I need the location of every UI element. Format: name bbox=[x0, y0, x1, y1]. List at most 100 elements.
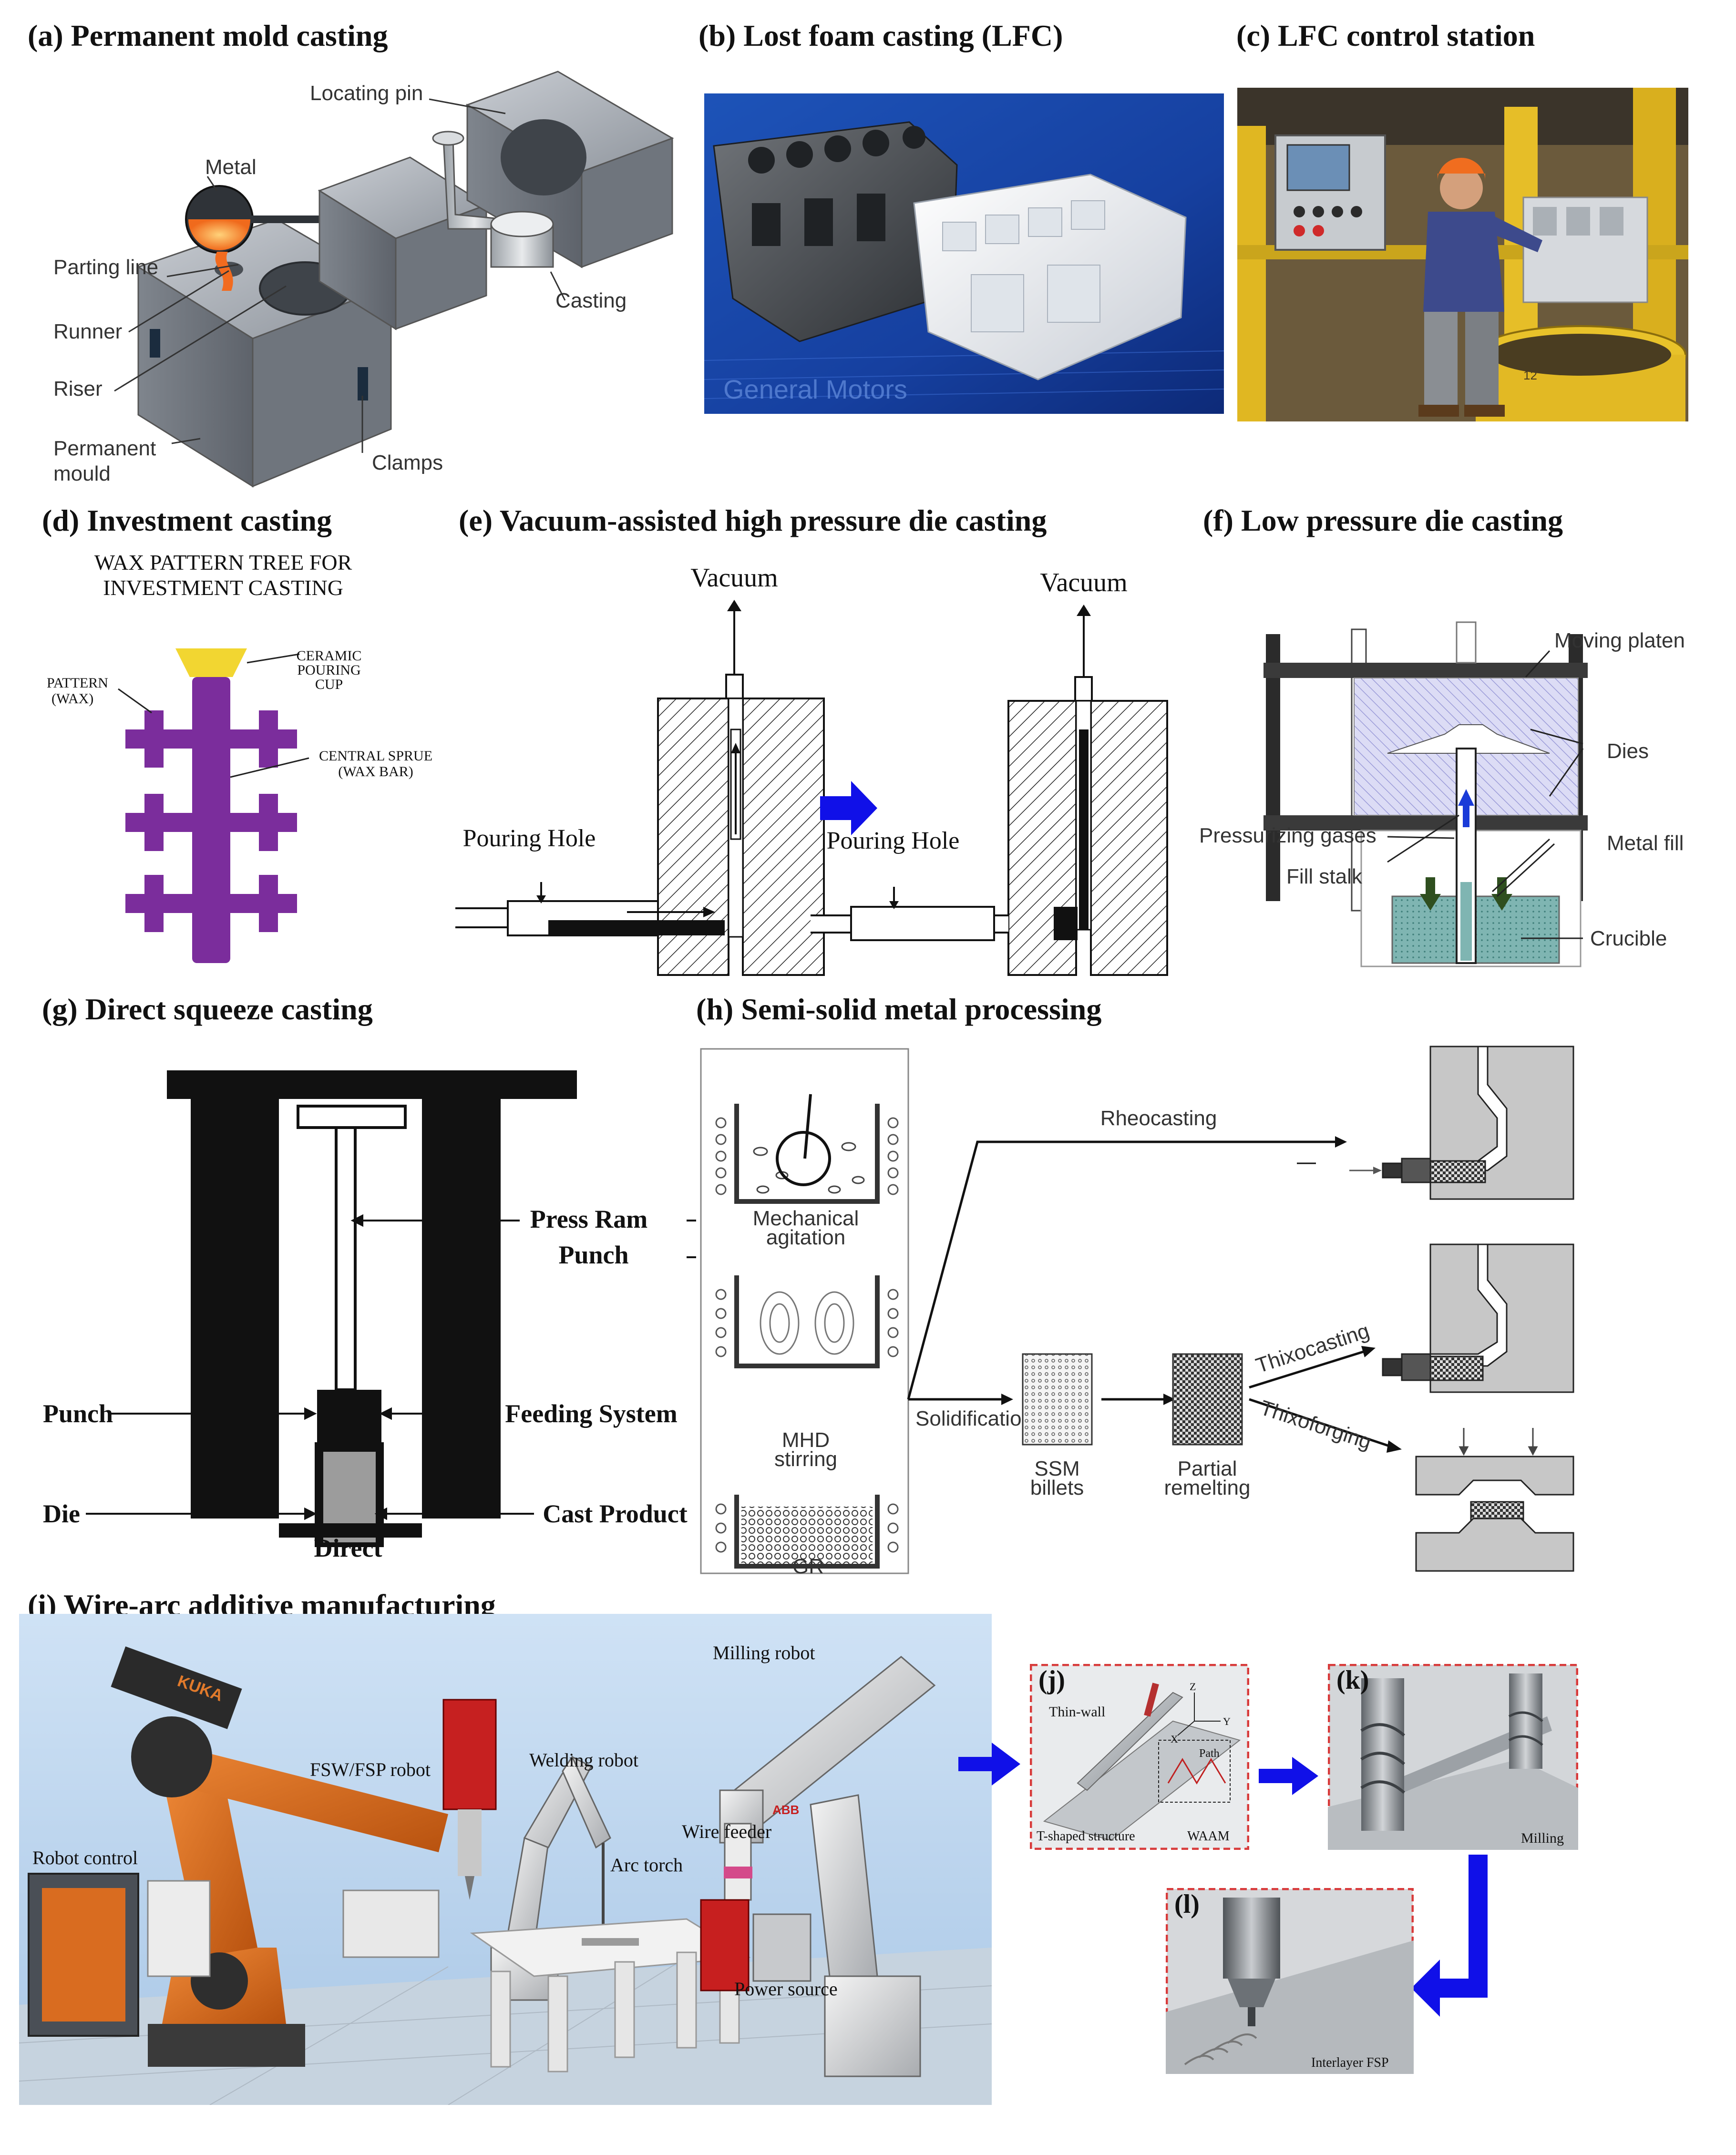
flow-arrow-k-to-l bbox=[1411, 1855, 1488, 2017]
label-fsw-robot: FSW/FSP robot bbox=[310, 1759, 431, 1780]
axis-x-label: X bbox=[1171, 1733, 1178, 1745]
vacuum-label-left: Vacuum bbox=[690, 563, 778, 593]
fsp-weld-track bbox=[1184, 2033, 1257, 2065]
label-pattern-1: PATTERN bbox=[47, 675, 108, 691]
fsw-spindle bbox=[442, 1699, 497, 1810]
label-punch-left: Punch bbox=[43, 1399, 113, 1428]
flow-arrow-i-to-j bbox=[958, 1743, 1020, 1786]
press-frame-top bbox=[167, 1070, 577, 1099]
panel-j-illustration: Z Y X (j) Thin-wall Path T-shaped struct… bbox=[1030, 1664, 1249, 1850]
panel-f-title: (f) Low pressure die casting bbox=[1203, 503, 1563, 537]
label-thixocasting: Thixocasting bbox=[1253, 1319, 1372, 1378]
panel-c-title: (c) LFC control station bbox=[1236, 19, 1535, 52]
label-metal: Metal bbox=[205, 155, 257, 179]
label-ssm: SSM bbox=[1034, 1457, 1079, 1480]
panel-a-illustration: Locating pin Metal Parting line Runner R… bbox=[53, 71, 674, 488]
label-riser: Riser bbox=[53, 377, 103, 400]
label-cup-1: CERAMIC bbox=[297, 648, 362, 664]
vacuum-label-right: Vacuum bbox=[1040, 568, 1128, 597]
ssm-billet bbox=[1022, 1353, 1093, 1446]
panel-i-scene: KUKA ABB FSW/FSP robot Welding robot Mil… bbox=[19, 1614, 992, 2105]
wax-patterns bbox=[125, 710, 297, 932]
partial-remelt-billet bbox=[1172, 1353, 1243, 1446]
press-frame-left bbox=[191, 1099, 279, 1519]
label-gr: GR bbox=[792, 1555, 824, 1576]
panel-b-title: (b) Lost foam casting (LFC) bbox=[699, 19, 1063, 52]
label-cast-product: Cast Product bbox=[543, 1499, 688, 1528]
label-thin-wall: Thin-wall bbox=[1049, 1704, 1105, 1720]
label-interlayer-fsp: Interlayer FSP bbox=[1311, 2055, 1389, 2070]
label-sprue-2: (WAX BAR) bbox=[338, 764, 413, 780]
axis-y-label: Y bbox=[1223, 1715, 1231, 1727]
panel-l-title: (l) bbox=[1174, 1889, 1200, 1919]
mould-bottom-side bbox=[252, 285, 392, 488]
panel-f-diagram: Moving platen Dies Metal fill Pressurizi… bbox=[1199, 621, 1685, 967]
label-moving-platen: Moving platen bbox=[1554, 629, 1685, 652]
die-left bbox=[455, 600, 825, 976]
panel-a-title: (a) Permanent mold casting bbox=[28, 19, 388, 52]
pouring-hole-label-left: Pouring Hole bbox=[463, 825, 596, 852]
label-arc-torch: Arc torch bbox=[610, 1854, 683, 1876]
machine-number: 12 bbox=[1523, 368, 1537, 382]
worktable bbox=[470, 1918, 751, 2073]
label-power-source: Power source bbox=[734, 1978, 838, 2000]
milling-robot bbox=[719, 1656, 936, 2077]
label-crucible: Crucible bbox=[1590, 927, 1667, 950]
label-runner: Runner bbox=[53, 320, 122, 343]
label-pressurizing-gases: Pressurizing gases bbox=[1199, 824, 1376, 847]
label-milling: Milling bbox=[1521, 1830, 1564, 1846]
milling-spindle bbox=[724, 1823, 752, 1901]
label-pattern-2: (WAX) bbox=[51, 691, 93, 707]
label-mhd: MHD bbox=[782, 1428, 830, 1452]
wire-feeder bbox=[700, 1899, 750, 1991]
welding-robot bbox=[490, 1755, 611, 2001]
metal-stream-icon bbox=[215, 252, 233, 291]
wax-tree-heading-1: WAX PATTERN TREE FOR bbox=[94, 550, 352, 575]
label-rheocasting: Rheocasting bbox=[1100, 1107, 1217, 1130]
mechanical-agitation-crucible bbox=[715, 1094, 899, 1204]
die-right bbox=[811, 605, 1168, 976]
label-billets: billets bbox=[1030, 1476, 1084, 1499]
panel-c-photo: 12 bbox=[1237, 88, 1688, 421]
panel-e-title: (e) Vacuum-assisted high pressure die ca… bbox=[459, 503, 1047, 537]
thixocasting-die bbox=[1382, 1243, 1574, 1393]
panel-h-diagram: Mechanical agitation MHD stirring GR bbox=[700, 1046, 1574, 1576]
rheocasting-die bbox=[1382, 1046, 1574, 1200]
label-cup-2: POURING bbox=[297, 662, 360, 678]
central-sprue bbox=[192, 677, 230, 963]
label-fill-stalk: Fill stalk bbox=[1286, 865, 1363, 888]
label-permanent-mould-2: mould bbox=[53, 462, 111, 485]
label-parting-line: Parting line bbox=[53, 256, 158, 279]
label-waam: WAAM bbox=[1187, 1829, 1230, 1844]
axis-z-label: Z bbox=[1190, 1681, 1196, 1693]
worker-figure bbox=[1418, 158, 1542, 417]
label-punch-right: Punch bbox=[558, 1241, 628, 1269]
label-cup-3: CUP bbox=[315, 677, 343, 692]
label-feeding-system: Feeding System bbox=[505, 1399, 677, 1428]
grain-refined-crucible bbox=[715, 1495, 899, 1569]
panel-g-title: (g) Direct squeeze casting bbox=[42, 992, 373, 1026]
label-casting: Casting bbox=[555, 289, 627, 312]
press-ram bbox=[335, 1126, 357, 1391]
label-milling-robot: Milling robot bbox=[713, 1642, 815, 1663]
label-robot-control: Robot control bbox=[32, 1847, 138, 1868]
clamp-right bbox=[358, 367, 368, 400]
label-mechanical: Mechanical bbox=[753, 1207, 859, 1230]
pressure-arrows-icon bbox=[1420, 877, 1512, 911]
flow-arrow-j-to-k bbox=[1259, 1757, 1318, 1795]
panel-g-diagram: Press Ram Punch Punch Feeding System Die… bbox=[38, 1037, 696, 1561]
label-sprue-1: CENTRAL SPRUE bbox=[319, 748, 432, 764]
label-stirring: stirring bbox=[774, 1447, 837, 1471]
label-press-ram: Press Ram bbox=[530, 1205, 647, 1233]
panel-k-title: (k) bbox=[1336, 1665, 1369, 1695]
pouring-hole-label-right: Pouring Hole bbox=[827, 827, 960, 854]
label-path: Path bbox=[1199, 1747, 1220, 1760]
panel-j-title: (j) bbox=[1038, 1665, 1065, 1695]
metal-up-arrow-icon bbox=[1458, 789, 1474, 806]
panel-h-title: (h) Semi-solid metal processing bbox=[696, 992, 1102, 1026]
panel-l-illustration: (l) Interlayer FSP bbox=[1166, 1888, 1414, 2074]
label-permanent-mould-1: Permanent bbox=[53, 437, 156, 460]
label-solidification: Solidification bbox=[915, 1407, 1033, 1430]
panel-b-photo: General Motors bbox=[704, 93, 1224, 414]
mhd-stirring-crucible bbox=[715, 1275, 899, 1368]
